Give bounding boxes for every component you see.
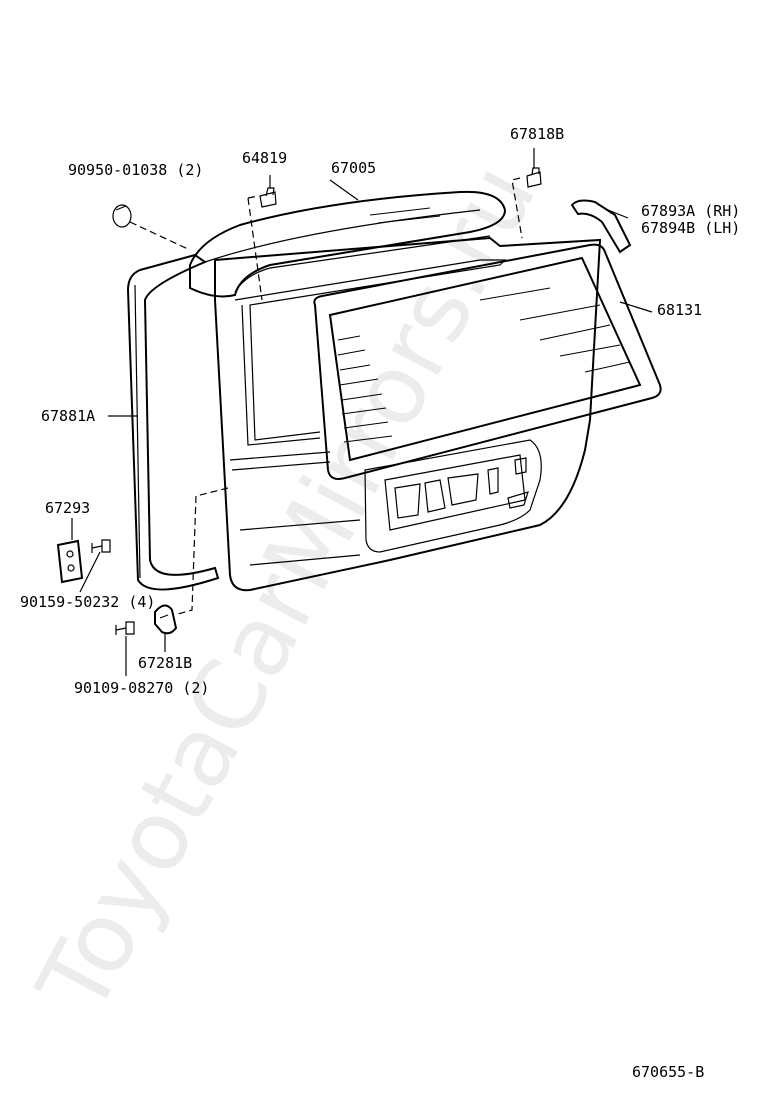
- watermark: ToyotaCarMirrors.ru: [16, 146, 558, 1031]
- label-67894b: 67894B (LH): [641, 219, 740, 237]
- label-67881a: 67881A: [41, 407, 95, 425]
- moulding-67893a: [570, 199, 632, 254]
- label-67281b: 67281B: [138, 654, 192, 672]
- label-90950-01038: 90950-01038 (2): [68, 161, 203, 179]
- part-labels: 90950-01038 (2) 64819 67005 67818B 67893…: [20, 125, 740, 1081]
- label-67818b: 67818B: [510, 125, 564, 143]
- label-67293: 67293: [45, 499, 90, 517]
- label-90159-50232: 90159-50232 (4): [20, 593, 155, 611]
- clip-64819: [259, 187, 277, 208]
- hinge-67293: [56, 539, 84, 584]
- bolt-90159: [91, 539, 111, 553]
- label-67005: 67005: [331, 159, 376, 177]
- weatherstrip-67881a: [126, 253, 220, 591]
- label-90109-08270: 90109-08270 (2): [74, 679, 209, 697]
- leader-lines: [71, 148, 653, 676]
- bolt-90109: [115, 621, 135, 635]
- assembly-lines: [129, 177, 523, 615]
- spoiler-67005: [189, 190, 507, 298]
- label-68131: 68131: [657, 301, 702, 319]
- cap-90950: [112, 204, 132, 228]
- clip-67818b: [526, 167, 542, 188]
- label-67893a: 67893A (RH): [641, 202, 740, 220]
- label-64819: 64819: [242, 149, 287, 167]
- diagram-code: 670655-B: [632, 1063, 704, 1081]
- back-window-glass-68131: [313, 243, 662, 480]
- bracket-67281b: [154, 604, 178, 635]
- back-door-panel: [214, 236, 602, 592]
